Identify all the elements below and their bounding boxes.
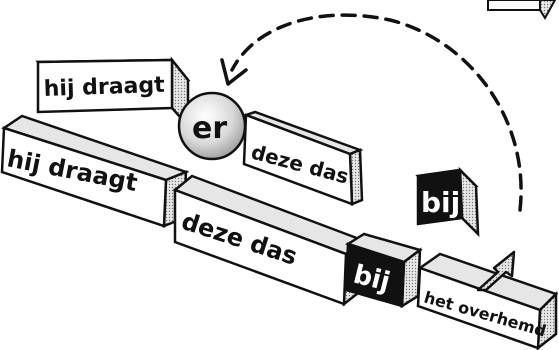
het-overhemd-block: het overhemd bbox=[416, 252, 559, 350]
upper-deze-das-block: deze das bbox=[242, 110, 364, 206]
lower-bij-block: bij bbox=[344, 232, 423, 309]
top-corner-block bbox=[487, 0, 557, 20]
er-sphere: er bbox=[177, 91, 247, 161]
upper-hij-draagt-block: hij draagt bbox=[35, 56, 191, 130]
up-arrow-icon bbox=[476, 250, 516, 292]
floating-bij-label: bij bbox=[421, 186, 460, 219]
lower-hij-draagt-block: hij draagt bbox=[0, 114, 190, 228]
floating-bij-block: bij bbox=[415, 166, 480, 238]
er-label: er bbox=[192, 111, 227, 146]
movement-arrow bbox=[220, 13, 523, 212]
upper-hij-draagt-label: hij draagt bbox=[43, 73, 165, 102]
